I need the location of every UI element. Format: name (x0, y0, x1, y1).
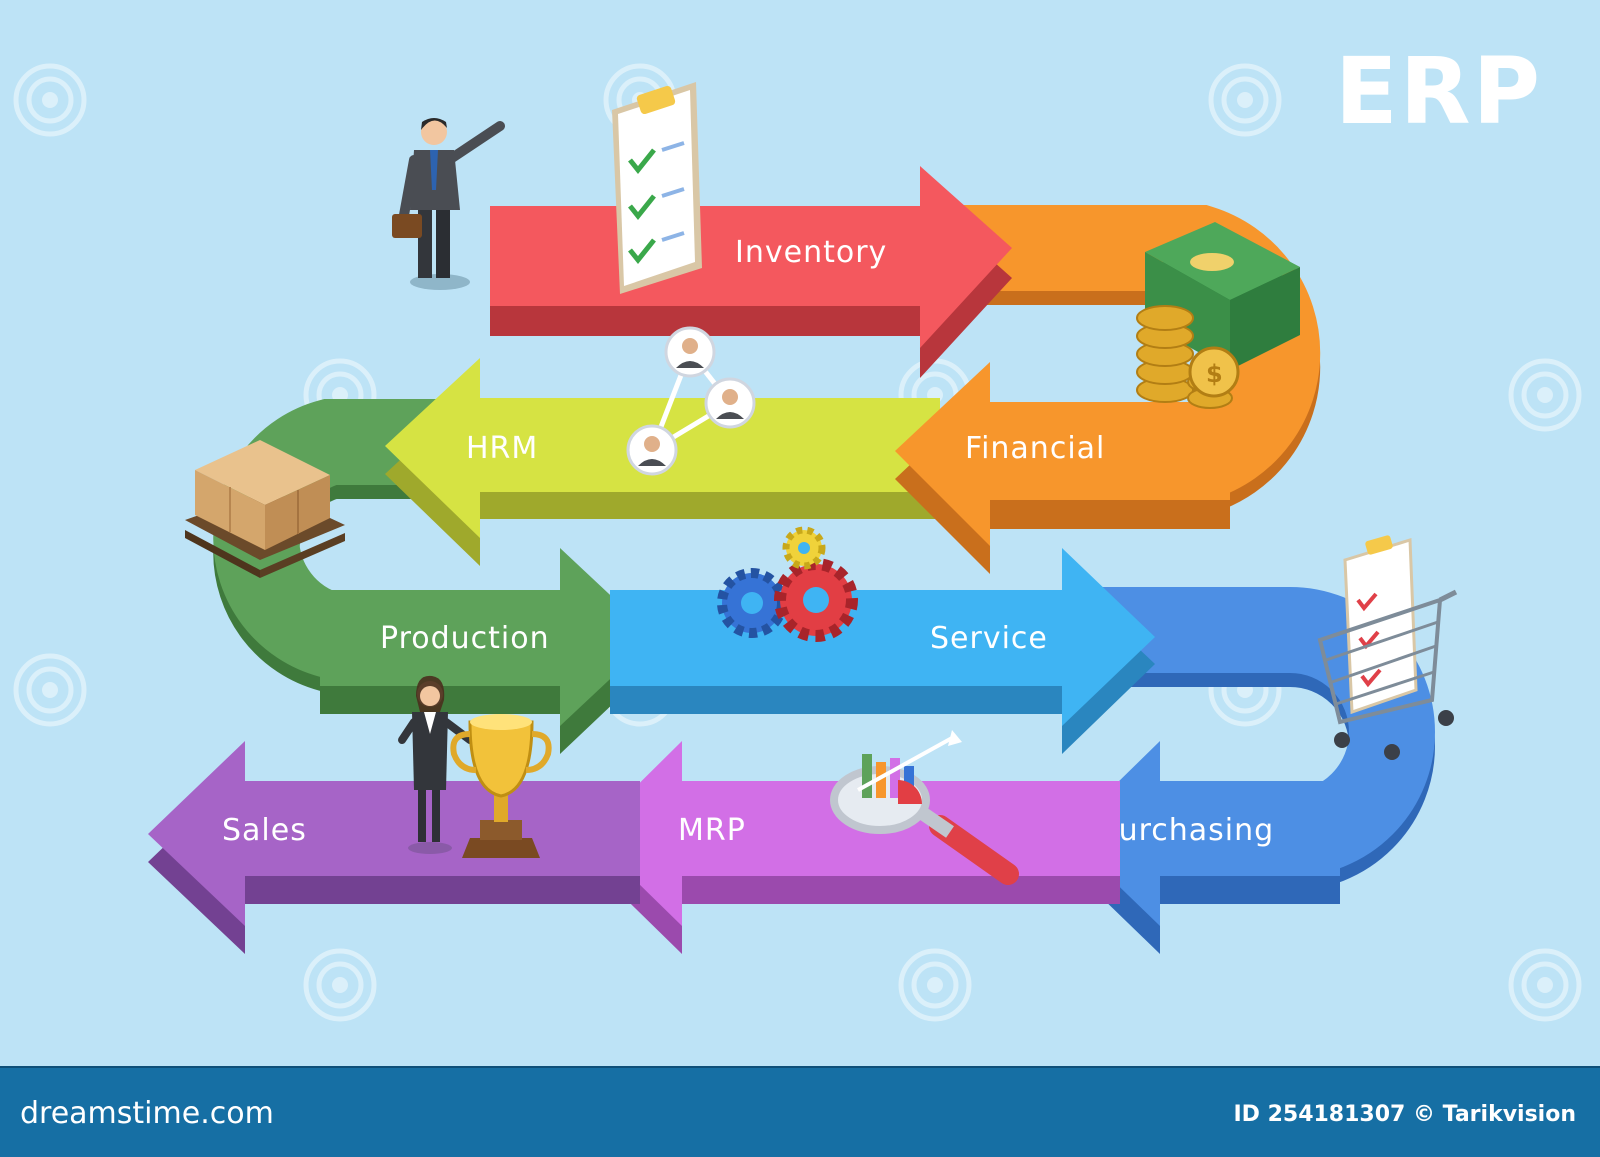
financial-label: Financial (965, 431, 1105, 466)
inventory-arrow[interactable]: Inventory (490, 166, 1012, 378)
purchasing-arrow[interactable]: Purchasing (1065, 741, 1340, 954)
hrm-label: HRM (466, 431, 538, 466)
production-label: Production (380, 621, 550, 656)
erp-title: ERP (1334, 38, 1542, 145)
businessman-icon (392, 118, 505, 290)
watermark-footer-bar: dreamstime.com ID 254181307 © Tarikvisio… (0, 1066, 1600, 1157)
inventory-label: Inventory (735, 235, 887, 270)
mrp-arrow[interactable]: MRP (588, 741, 1120, 954)
purchasing-label: Purchasing (1100, 813, 1274, 848)
analytics-magnifier-icon (830, 730, 1019, 885)
mrp-label: MRP (678, 813, 746, 848)
svg-text:$: $ (1206, 360, 1223, 388)
money-coins-icon: $ (1136, 222, 1300, 409)
team-network-icon (626, 326, 756, 476)
erp-flow-diagram: Inventory HRM Financial Production Servi… (0, 0, 1600, 1066)
checklist-clipboard-icon (612, 82, 702, 294)
shopping-cart-icon (1317, 535, 1458, 760)
financial-arrow[interactable]: Financial (895, 362, 1230, 574)
service-arrow[interactable]: Service (610, 548, 1155, 754)
footer-image-id: ID 254181307 © Tarikvision (1233, 1102, 1576, 1127)
boxes-pallet-icon (185, 440, 345, 578)
service-label: Service (930, 621, 1048, 656)
sales-arrow[interactable]: Sales (148, 741, 640, 954)
footer-brand: dreamstime.com (20, 1096, 274, 1131)
gears-icon (717, 526, 858, 642)
production-arrow[interactable]: Production (320, 548, 655, 754)
sales-label: Sales (222, 813, 307, 848)
trophy-icon (450, 714, 552, 858)
